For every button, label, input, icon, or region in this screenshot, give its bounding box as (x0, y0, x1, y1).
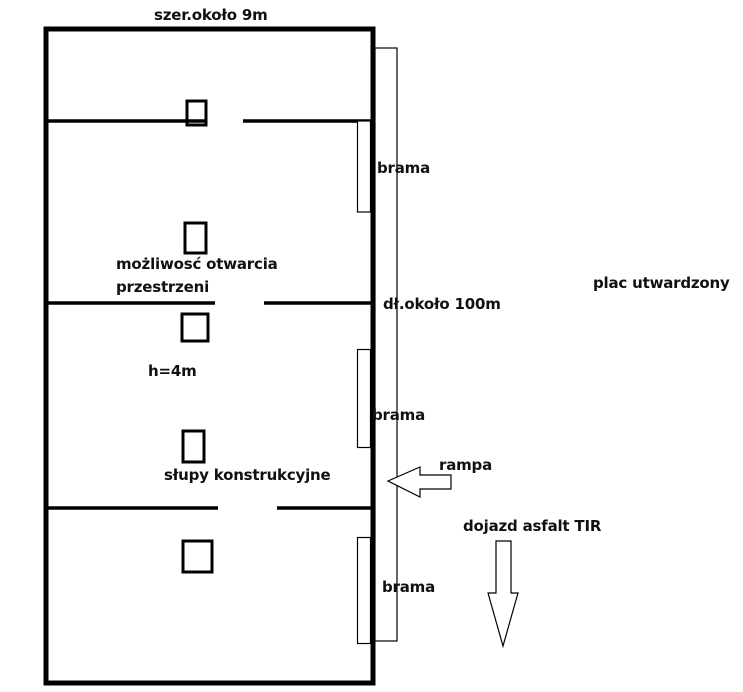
building-outline (43, 26, 376, 686)
column-2 (183, 221, 208, 255)
height-label: h=4m (148, 362, 197, 380)
gate-2-label: brama (372, 406, 426, 424)
opening-label-line2: przestrzeni (116, 278, 210, 296)
access-arrow-icon (487, 540, 519, 649)
width-label: szer.około 9m (154, 6, 268, 24)
gate-1 (356, 120, 372, 213)
gate-3-label: brama (382, 578, 436, 596)
gate-2 (356, 348, 372, 449)
yard-label: plac utwardzony (593, 274, 730, 292)
column-4 (181, 429, 206, 464)
column-3 (180, 312, 210, 343)
columns-label: słupy konstrukcyjne (164, 466, 331, 484)
ramp-label: rampa (439, 456, 493, 474)
length-label: dł.około 100m (383, 295, 501, 313)
gate-1-label: brama (377, 159, 431, 177)
column-1 (185, 99, 208, 127)
opening-label-line1: możliwosć otwarcia (116, 255, 278, 273)
access-label: dojazd asfalt TIR (463, 517, 602, 535)
ramp-strip (374, 47, 398, 642)
column-5 (181, 539, 214, 574)
ramp-arrow-icon (386, 466, 452, 498)
gate-3 (356, 536, 372, 645)
